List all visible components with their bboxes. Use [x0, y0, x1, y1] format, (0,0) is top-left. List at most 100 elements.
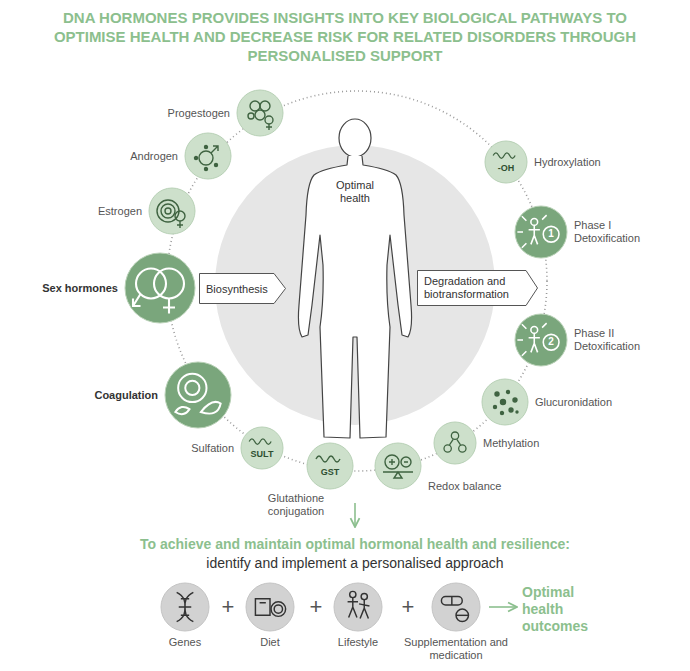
icon — [175, 374, 220, 415]
title: DNA HORMONES PROVIDES INSIGHTS INTO KEY … — [35, 8, 655, 65]
icon-stroke — [255, 110, 265, 120]
icon — [249, 439, 271, 445]
pathway-label: Genes — [169, 636, 201, 649]
icon-stroke — [516, 411, 518, 413]
icon-stroke — [271, 602, 286, 617]
pathway-label: Supplementation and medication — [401, 636, 511, 662]
icon — [248, 101, 273, 130]
body-figure: Optimal health — [290, 115, 420, 443]
circle-fill — [485, 141, 527, 183]
icon-text: -OH — [498, 163, 515, 173]
icon-stroke — [199, 151, 213, 165]
pathway-circle: Glucuronidation — [481, 378, 529, 426]
icon-stroke — [185, 381, 199, 395]
box-text: Optimal health — [327, 179, 383, 205]
icon-stroke — [165, 208, 171, 214]
pathway-label: Phase II Detoxification — [574, 327, 654, 353]
icon-stroke — [348, 598, 358, 618]
pathway-circle: Redox balance — [374, 442, 422, 490]
pathway-label: Glutathione conjugation — [260, 492, 332, 518]
plus-sign: + — [310, 594, 323, 619]
circle-shape — [245, 582, 295, 632]
circle-shape — [240, 426, 284, 470]
icon — [441, 597, 468, 622]
arrow-box: Degradation and biotransformation — [417, 270, 538, 306]
pathway-label: Redox balance — [428, 480, 501, 493]
icon-stroke — [543, 226, 559, 242]
pathway-label: Glucuronidation — [535, 396, 612, 409]
body-outline — [298, 156, 411, 438]
outcome-text: Optimal health outcomes — [522, 584, 594, 635]
circle-shape — [514, 313, 568, 367]
icon-stroke — [195, 157, 198, 160]
outcome-arrow — [489, 606, 517, 608]
pathway-circle: Lifestyle — [333, 582, 383, 632]
circle-shape — [433, 421, 477, 465]
icon — [133, 269, 184, 314]
pathway-circle: GSTGlutathione conjugation — [306, 442, 354, 490]
circle-fill — [237, 90, 283, 136]
icon-stroke — [531, 327, 538, 334]
pathway-circle: Supplementation and medication — [431, 582, 481, 632]
circle-shape — [184, 132, 232, 180]
pathway-label: Estrogen — [98, 205, 142, 218]
icon-stroke — [350, 591, 356, 597]
icon-stroke — [250, 101, 260, 111]
icon — [348, 591, 370, 618]
icon — [517, 323, 559, 356]
icon-stroke — [543, 334, 559, 350]
pathway-circle: Methylation — [433, 421, 477, 465]
icon-stroke — [450, 439, 461, 445]
circle-shape — [236, 89, 284, 137]
icon-stroke — [383, 459, 413, 478]
icon — [444, 432, 466, 452]
icon — [517, 215, 559, 248]
circle-fill — [334, 583, 382, 631]
icon — [316, 456, 340, 462]
icon-stroke — [361, 593, 367, 599]
icon-stroke — [459, 445, 466, 452]
icon-stroke — [255, 599, 270, 616]
icon-stroke — [517, 323, 546, 356]
pathway-label: Sulfation — [191, 442, 234, 455]
icon-stroke — [175, 407, 189, 414]
circle-shape — [484, 140, 528, 184]
icon-stroke — [494, 406, 497, 409]
icon — [493, 153, 515, 159]
circle-fill — [125, 253, 195, 323]
pathway-label: Hydroxylation — [534, 156, 601, 169]
circle-fill — [165, 362, 231, 428]
icon-stroke — [133, 294, 141, 306]
pathway-label: Coagulation — [94, 389, 158, 402]
icon-stroke — [163, 299, 175, 314]
plus-sign: + — [222, 594, 235, 619]
pathway-label: Diet — [260, 636, 280, 649]
pathway-circle: Diet — [245, 582, 295, 632]
icon-stroke — [249, 439, 271, 445]
circle-shape — [333, 582, 383, 632]
circle-fill — [482, 379, 528, 425]
pathway-circle: Coagulation — [164, 361, 232, 429]
pathway-circle: Progestogen — [236, 89, 284, 137]
circle-fill — [432, 583, 480, 631]
icon — [255, 599, 285, 617]
circle-fill — [434, 422, 476, 464]
icon-stroke — [248, 113, 254, 119]
icon — [494, 391, 519, 415]
pathway-circle: Genes — [160, 582, 210, 632]
icon-stroke — [201, 402, 221, 414]
pathway-circle: Sex hormones — [124, 252, 196, 324]
call-to-action: To achieve and maintain optimal hormonal… — [140, 536, 570, 553]
icon-stroke — [517, 215, 546, 248]
pathway-label: Phase I Detoxification — [574, 219, 654, 245]
icon-stroke — [509, 408, 513, 412]
pathway-circle: -OHHydroxylation — [484, 140, 528, 184]
icon-stroke — [178, 374, 206, 402]
arrow-box: Biosynthesis — [199, 273, 286, 304]
icon — [195, 146, 219, 171]
circle-fill — [307, 443, 353, 489]
pathway-label: Progestogen — [168, 107, 230, 120]
icon — [177, 592, 194, 621]
icon-stroke — [175, 211, 185, 221]
